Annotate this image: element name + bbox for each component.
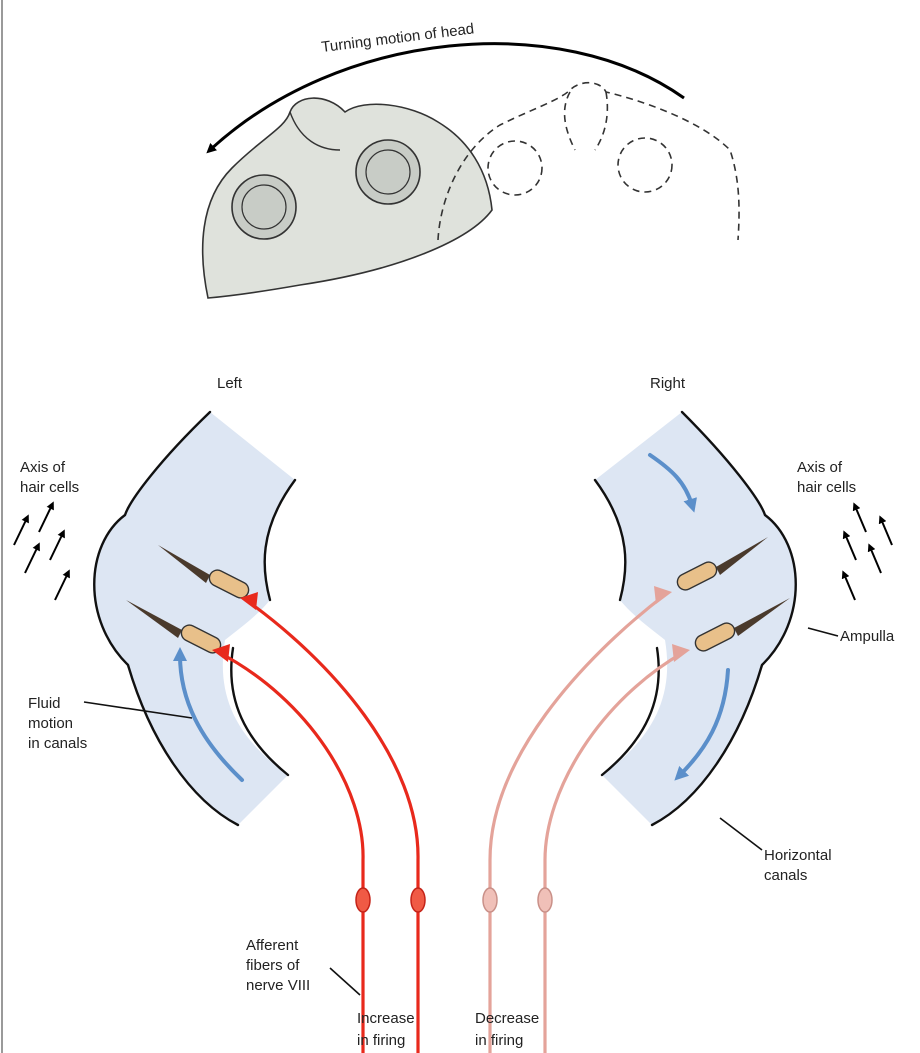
axis-left-line1: Axis of	[20, 459, 66, 476]
left-soma-2	[411, 888, 425, 912]
decrease-line1: Decrease	[475, 1010, 539, 1027]
fluid-line3: in canals	[28, 735, 87, 752]
ampulla-label: Ampulla	[840, 628, 895, 645]
horizontal-line2: canals	[764, 867, 807, 884]
axis-right-line2: hair cells	[797, 479, 856, 496]
afferent-line3: nerve VIII	[246, 977, 310, 994]
increase-line1: Increase	[357, 1010, 415, 1027]
ampulla-leader	[808, 628, 838, 636]
fluid-line2: motion	[28, 715, 73, 732]
head-solid	[203, 98, 492, 298]
right-soma-2	[538, 888, 552, 912]
right-soma-1	[483, 888, 497, 912]
left-soma-1	[356, 888, 370, 912]
decrease-line2: in firing	[475, 1032, 523, 1049]
horizontal-line1: Horizontal	[764, 847, 832, 864]
increase-line2: in firing	[357, 1032, 405, 1049]
left-axis-arrows-icon	[14, 505, 68, 600]
afferent-line1: Afferent	[246, 937, 299, 954]
fluid-line1: Fluid	[28, 695, 61, 712]
left-label: Left	[217, 375, 243, 392]
right-canal	[595, 412, 796, 825]
right-axis-arrows-icon	[844, 506, 892, 600]
afferent-line2: fibers of	[246, 957, 300, 974]
afferent-leader	[330, 968, 360, 995]
turning-motion-label: Turning motion of head	[320, 20, 475, 56]
right-label: Right	[650, 375, 686, 392]
horizontal-leader	[720, 818, 762, 850]
axis-left-line2: hair cells	[20, 479, 79, 496]
axis-right-line1: Axis of	[797, 459, 843, 476]
left-canal	[94, 412, 295, 825]
left-afferent-fibers	[212, 592, 425, 1053]
